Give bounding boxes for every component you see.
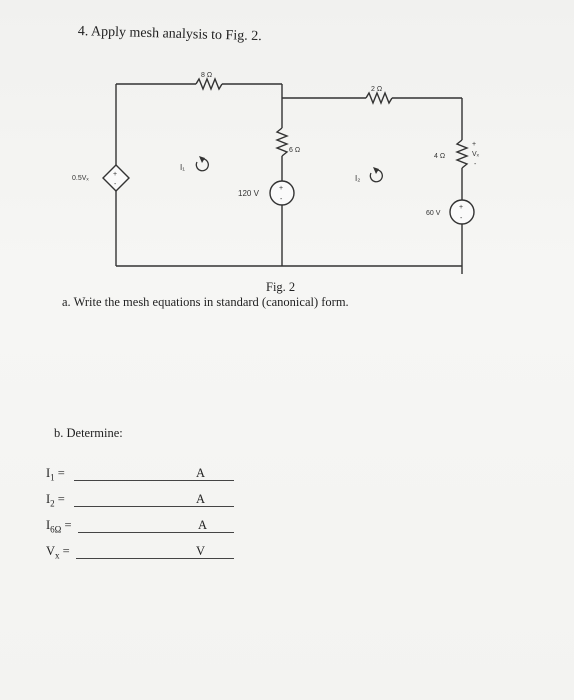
part-b-heading: b. Determine: — [54, 426, 123, 440]
answer-blank-i1[interactable] — [74, 480, 234, 481]
resistor-2-label: 2 Ω — [371, 86, 382, 93]
answer-row-i2: I2 = A — [46, 492, 246, 512]
answer-unit: A — [196, 466, 206, 480]
part-a-text: a. Write the mesh equations in standard … — [62, 295, 349, 309]
answer-unit: A — [198, 518, 208, 532]
answer-label: I2 = — [46, 492, 65, 509]
source-60v-plus: + — [459, 204, 463, 211]
source-60v-label: 60 V — [426, 210, 441, 217]
answer-label: I6Ω = — [46, 518, 72, 535]
answer-label: Vx = — [46, 544, 70, 561]
answer-unit: A — [196, 492, 206, 506]
source-120v-symbol — [269, 180, 295, 206]
source-120v-plus: + — [279, 185, 283, 192]
resistor-6-label: 6 Ω — [289, 147, 300, 154]
answer-blank-i6ohm[interactable] — [78, 532, 234, 533]
answer-blank-i2[interactable] — [74, 506, 234, 507]
answer-row-i6ohm: I6Ω = A — [46, 518, 246, 538]
resistor-8-label: 8 Ω — [201, 72, 212, 79]
answer-blank-vx[interactable] — [76, 558, 234, 559]
mesh-current-1-arrow-icon — [195, 156, 209, 172]
vx-plus: + — [472, 141, 476, 148]
circuit-diagram: + - 0.5Vₓ + - 120 V + - 60 V 8 Ω 2 Ω 6 Ω… — [72, 72, 480, 274]
dep-source-label: 0.5Vₓ — [72, 175, 89, 182]
source-120v-minus: - — [280, 196, 283, 203]
figure-caption: Fig. 2 — [266, 280, 296, 294]
resistor-4-label: 4 Ω — [434, 153, 445, 160]
part-a-prompt: a. Write the mesh equations in standard … — [62, 295, 349, 310]
answer-label: I1 = — [46, 466, 65, 483]
dep-source-plus: + — [113, 171, 117, 178]
vx-label: Vₓ — [472, 151, 480, 158]
source-60v-symbol — [449, 199, 475, 225]
source-120v-label: 120 V — [238, 189, 260, 198]
answer-unit: V — [196, 544, 206, 558]
mesh-current-1-label: I₁ — [180, 163, 185, 172]
dep-source-minus: - — [114, 181, 117, 188]
answer-row-i1: I1 = A — [46, 466, 246, 486]
answer-row-vx: Vx = V — [46, 544, 246, 564]
mesh-current-2-arrow-icon — [369, 167, 383, 183]
mesh-current-2-label: I₂ — [355, 174, 360, 183]
vx-minus: - — [474, 161, 477, 168]
dependent-source-diamond — [102, 164, 130, 192]
source-60v-minus: - — [460, 215, 463, 222]
